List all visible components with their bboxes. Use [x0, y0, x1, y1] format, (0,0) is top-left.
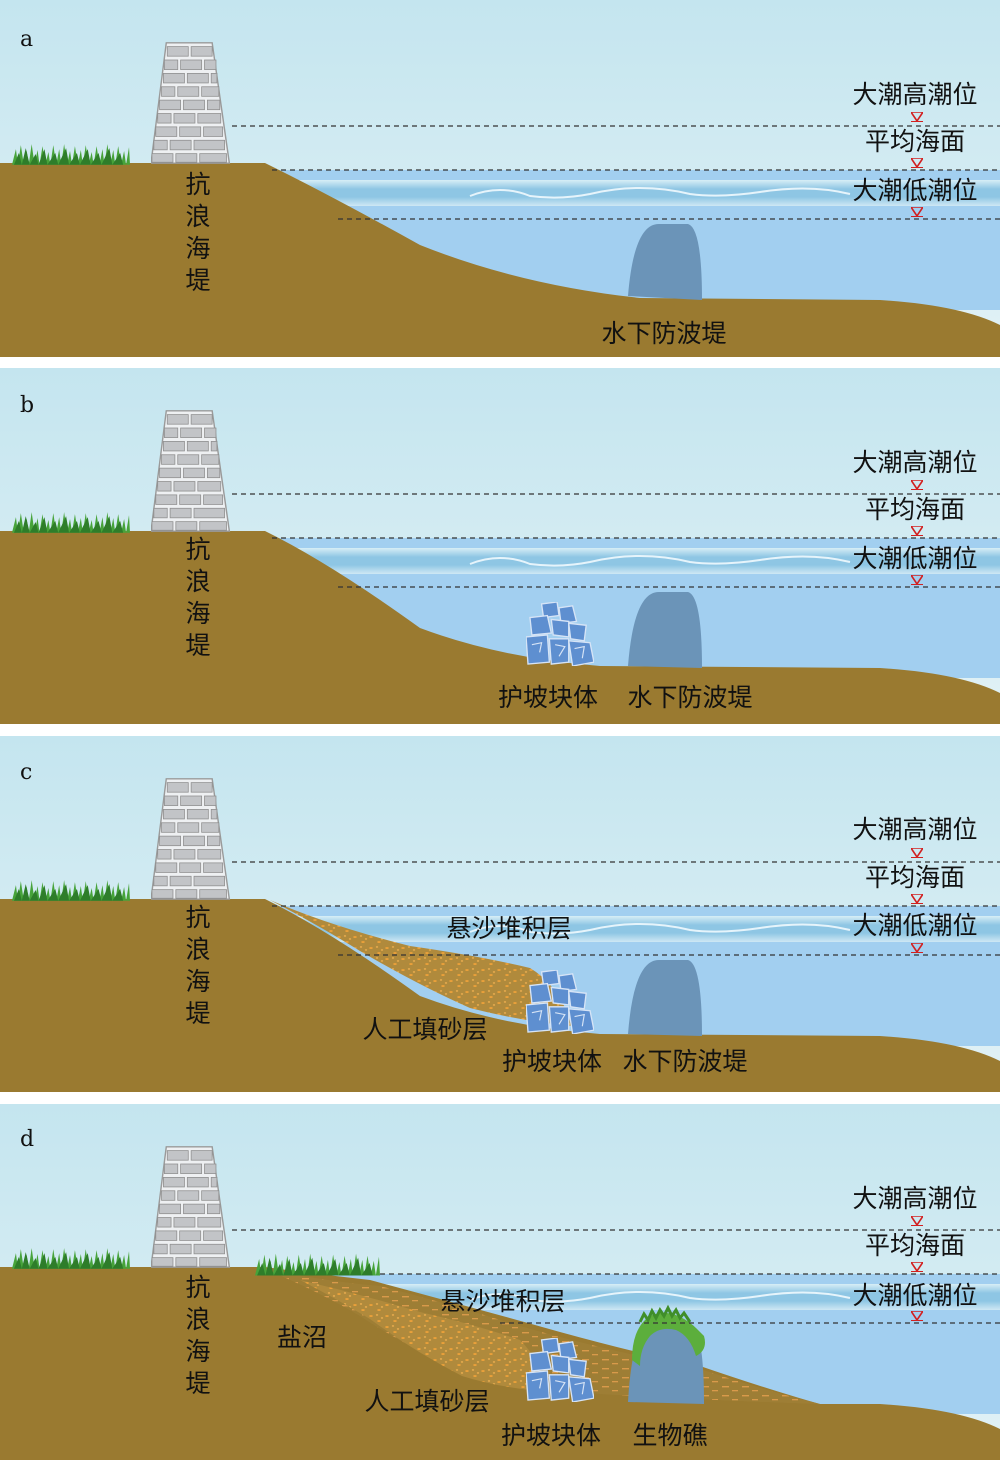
ground: [0, 163, 1000, 357]
panel-a: a 大潮高潮位 平均海面 大潮低潮位 抗 浪 海 堤 水下防波堤: [0, 0, 1000, 357]
armor-label: 护坡块体: [502, 1047, 602, 1076]
seawall-label-4: 堤: [185, 266, 210, 295]
breakwater-label: 水下防波堤: [622, 1047, 747, 1076]
ground: [0, 899, 1000, 1092]
seawall-label-1: 抗: [185, 1273, 210, 1302]
seawall-label-1: 抗: [185, 903, 210, 932]
armor-label: 护坡块体: [498, 683, 598, 712]
seawall-label-3: 海: [185, 1337, 210, 1366]
wave-crests: [469, 923, 851, 935]
panel-b: b 大潮高潮位 平均海面 大潮低潮位 抗 浪 海 堤 护坡块体 水下防波堤: [0, 368, 1000, 724]
mean-sea-label: 平均海面: [865, 127, 965, 156]
low-tide-label: 大潮低潮位: [852, 544, 977, 573]
surf-zone: [270, 180, 1000, 206]
panel-letter: d: [20, 1127, 34, 1152]
seawall-label-3: 海: [185, 234, 210, 263]
seawall-label-2: 浪: [185, 567, 210, 596]
high-tide-label: 大潮高潮位: [852, 1184, 977, 1213]
low-tide-label: 大潮低潮位: [852, 911, 977, 940]
artificial-sand-fill: [270, 900, 572, 1026]
panel-c: c 大潮高潮位 平均海面 大潮低潮位 抗 浪 海 堤 悬沙堆积层 人工填砂层 护…: [0, 736, 1000, 1092]
ground: [0, 531, 1000, 724]
low-tide-label: 大潮低潮位: [852, 1281, 977, 1310]
high-tide-label: 大潮高潮位: [852, 80, 977, 109]
underwater-breakwater: [628, 959, 702, 1036]
mean-sea-label: 平均海面: [865, 863, 965, 892]
wave-crests: [469, 555, 851, 567]
bioreef-label: 生物礁: [632, 1421, 707, 1450]
high-tide-label: 大潮高潮位: [852, 815, 977, 844]
seawall-label-3: 海: [185, 599, 210, 628]
salt-marsh-label: 盐沼: [277, 1323, 327, 1352]
seawall-label-3: 海: [185, 967, 210, 996]
breakwater-label: 水下防波堤: [627, 683, 752, 712]
seawall-label-1: 抗: [185, 170, 210, 199]
mean-sea-label: 平均海面: [865, 495, 965, 524]
mean-sea-label: 平均海面: [865, 1231, 965, 1260]
low-tide-label: 大潮低潮位: [852, 176, 977, 205]
reef-growth: [632, 1312, 705, 1366]
sand-fill-label: 人工填砂层: [364, 1387, 489, 1416]
underwater-breakwater: [628, 591, 702, 668]
reef-growth-edge: [638, 1304, 692, 1324]
wave-crests: [469, 187, 851, 199]
seawall-label-2: 浪: [185, 1305, 210, 1334]
panel-letter: c: [20, 760, 32, 785]
suspended-sediment-label: 悬沙堆积层: [446, 914, 571, 943]
seawall-label-2: 浪: [185, 935, 210, 964]
panel-d: d 大潮高潮位 平均海面 大潮低潮位 抗 浪 海 堤 盐沼 悬沙堆积层 人工填砂…: [0, 1104, 1000, 1460]
suspended-sediment-label: 悬沙堆积层: [440, 1287, 565, 1316]
artificial-sand-fill: [300, 1280, 550, 1392]
panel-letter: a: [20, 27, 33, 52]
sand-fill-label: 人工填砂层: [362, 1015, 487, 1044]
seawall-label-4: 堤: [185, 631, 210, 660]
surf-zone: [270, 548, 1000, 574]
breakwater-label: 水下防波堤: [601, 319, 726, 348]
underwater-breakwater: [628, 223, 702, 300]
seawall-label-4: 堤: [185, 1369, 210, 1398]
panel-letter: b: [20, 393, 34, 418]
seawall-label-4: 堤: [185, 999, 210, 1028]
seawall-label-2: 浪: [185, 202, 210, 231]
high-tide-label: 大潮高潮位: [852, 448, 977, 477]
surf-zone: [270, 916, 1000, 942]
wave-crests: [469, 1291, 851, 1303]
seawall-label-1: 抗: [185, 535, 210, 564]
armor-label: 护坡块体: [501, 1421, 601, 1450]
